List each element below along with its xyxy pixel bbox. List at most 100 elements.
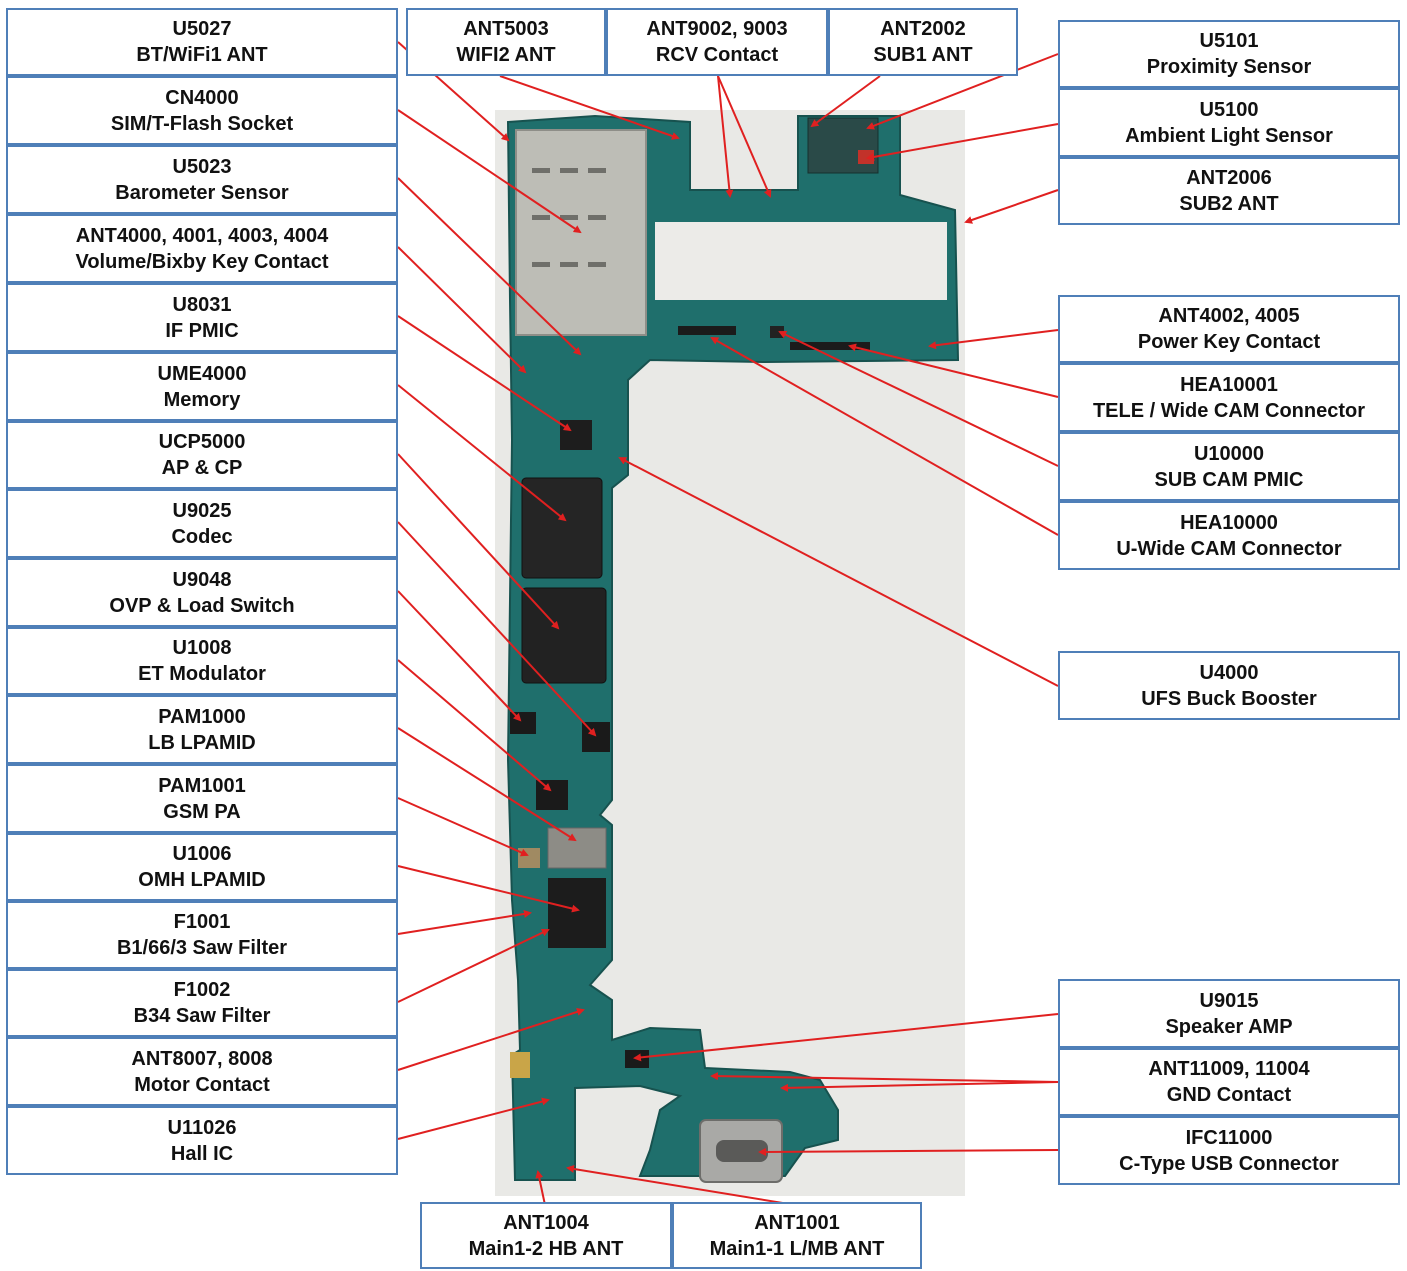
- leader-ifc11000: [760, 1150, 1058, 1152]
- leader-ant11009-b: [782, 1082, 1058, 1088]
- label-ref: U4000: [1200, 660, 1259, 686]
- label-desc: Proximity Sensor: [1147, 54, 1312, 80]
- leader-ant9002-a: [718, 76, 730, 196]
- label-ref: U1006: [173, 841, 232, 867]
- label-ref: U5101: [1200, 28, 1259, 54]
- leader-f1002: [398, 930, 548, 1002]
- label-ref: ANT2006: [1186, 165, 1272, 191]
- label-ref: PAM1000: [158, 704, 245, 730]
- label-desc: ET Modulator: [138, 661, 266, 687]
- label-ucp5000: UCP5000AP & CP: [6, 421, 398, 489]
- label-ref: F1002: [174, 977, 231, 1003]
- leader-pam1001: [398, 798, 527, 855]
- leader-hea10001: [850, 346, 1058, 397]
- leader-ant4002: [930, 330, 1058, 346]
- label-ref: ANT5003: [463, 16, 549, 42]
- leader-ant5003: [500, 76, 678, 138]
- label-desc: SUB2 ANT: [1179, 191, 1278, 217]
- leader-hea10000: [712, 338, 1058, 535]
- label-desc: GND Contact: [1167, 1082, 1291, 1108]
- label-desc: Ambient Light Sensor: [1125, 123, 1333, 149]
- label-ref: U9015: [1200, 988, 1259, 1014]
- leader-ume4000: [398, 385, 565, 520]
- label-desc: TELE / Wide CAM Connector: [1093, 398, 1365, 424]
- label-ref: U9025: [173, 498, 232, 524]
- label-desc: Barometer Sensor: [115, 180, 288, 206]
- label-f1001: F1001B1/66/3 Saw Filter: [6, 901, 398, 969]
- label-desc: BT/WiFi1 ANT: [136, 42, 267, 68]
- label-desc: GSM PA: [163, 799, 240, 825]
- label-ref: F1001: [174, 909, 231, 935]
- label-desc: Codec: [171, 524, 232, 550]
- leader-u10000: [780, 332, 1058, 466]
- leader-ant9002-b: [718, 76, 770, 196]
- leader-ant2006: [966, 190, 1058, 222]
- label-ref: ANT11009, 11004: [1148, 1056, 1309, 1082]
- label-desc: OMH LPAMID: [138, 867, 265, 893]
- label-ref: U8031: [173, 292, 232, 318]
- label-desc: C-Type USB Connector: [1119, 1151, 1339, 1177]
- label-u1006: U1006OMH LPAMID: [6, 833, 398, 901]
- label-desc: SUB CAM PMIC: [1155, 467, 1304, 493]
- leader-u5023: [398, 178, 580, 354]
- label-ref: U1008: [173, 635, 232, 661]
- label-ref: U11026: [168, 1115, 237, 1141]
- label-ref: ANT4002, 4005: [1158, 303, 1299, 329]
- label-desc: LB LPAMID: [148, 730, 255, 756]
- label-ref: UCP5000: [159, 429, 246, 455]
- label-desc: B1/66/3 Saw Filter: [117, 935, 287, 961]
- label-ant1004: ANT1004Main1-2 HB ANT: [420, 1202, 672, 1269]
- label-ref: ANT1001: [754, 1210, 840, 1236]
- label-u9025: U9025Codec: [6, 489, 398, 558]
- leader-f1001: [398, 913, 530, 934]
- leader-u1008: [398, 660, 550, 790]
- label-ref: U10000: [1194, 441, 1264, 467]
- label-ref: IFC11000: [1186, 1125, 1273, 1151]
- leader-u5100: [868, 124, 1058, 158]
- label-desc: IF PMIC: [165, 318, 238, 344]
- label-desc: UFS Buck Booster: [1141, 686, 1317, 712]
- leader-u9025: [398, 522, 595, 735]
- label-desc: RCV Contact: [656, 42, 778, 68]
- leader-u11026: [398, 1100, 548, 1139]
- leader-ant2002: [812, 76, 880, 126]
- label-ref: ANT9002, 9003: [646, 16, 787, 42]
- label-ref: U5100: [1200, 97, 1259, 123]
- label-desc: U-Wide CAM Connector: [1116, 536, 1341, 562]
- leader-ant4000: [398, 247, 525, 372]
- label-desc: WIFI2 ANT: [456, 42, 555, 68]
- leader-ucp5000: [398, 454, 558, 628]
- label-desc: OVP & Load Switch: [109, 593, 294, 619]
- label-ant2002: ANT2002SUB1 ANT: [828, 8, 1018, 76]
- label-ref: HEA10001: [1180, 372, 1278, 398]
- leader-u4000: [620, 458, 1058, 686]
- label-ref: ANT8007, 8008: [131, 1046, 272, 1072]
- label-desc: Power Key Contact: [1138, 329, 1320, 355]
- label-ref: ANT1004: [503, 1210, 589, 1236]
- label-desc: AP & CP: [162, 455, 243, 481]
- leader-ant11009-a: [712, 1076, 1058, 1082]
- leader-u1006: [398, 866, 578, 910]
- label-ref: ANT2002: [880, 16, 966, 42]
- label-ref: CN4000: [165, 85, 238, 111]
